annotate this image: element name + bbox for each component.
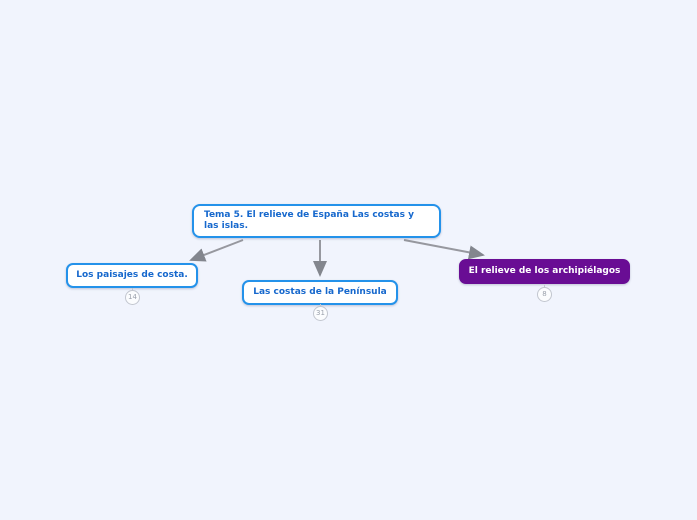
node-label: El relieve de los archipiélagos — [468, 266, 621, 276]
mindmap-node-peninsula[interactable]: Las costas de la Península — [242, 280, 398, 305]
connector-root-to-paisajes — [189, 239, 244, 262]
node-label: Los paisajes de costa. — [76, 270, 188, 280]
mindmap-node-archipielagos[interactable]: El relieve de los archipiélagos — [459, 259, 630, 284]
collapsed-count-badge-peninsula[interactable]: 31 — [313, 304, 328, 321]
root-node-label: Tema 5. El relieve de España Las costas … — [204, 210, 414, 231]
node-label: Las costas de la Península — [253, 287, 387, 297]
mindmap-node-paisajes[interactable]: Los paisajes de costa. — [66, 263, 198, 288]
mindmap-root-node[interactable]: Tema 5. El relieve de España Las costas … — [192, 204, 441, 238]
connector-root-to-archipielagos — [403, 239, 485, 260]
collapsed-count-badge-archipielagos[interactable]: 8 — [537, 285, 552, 302]
collapsed-count-badge-paisajes[interactable]: 14 — [125, 288, 140, 305]
